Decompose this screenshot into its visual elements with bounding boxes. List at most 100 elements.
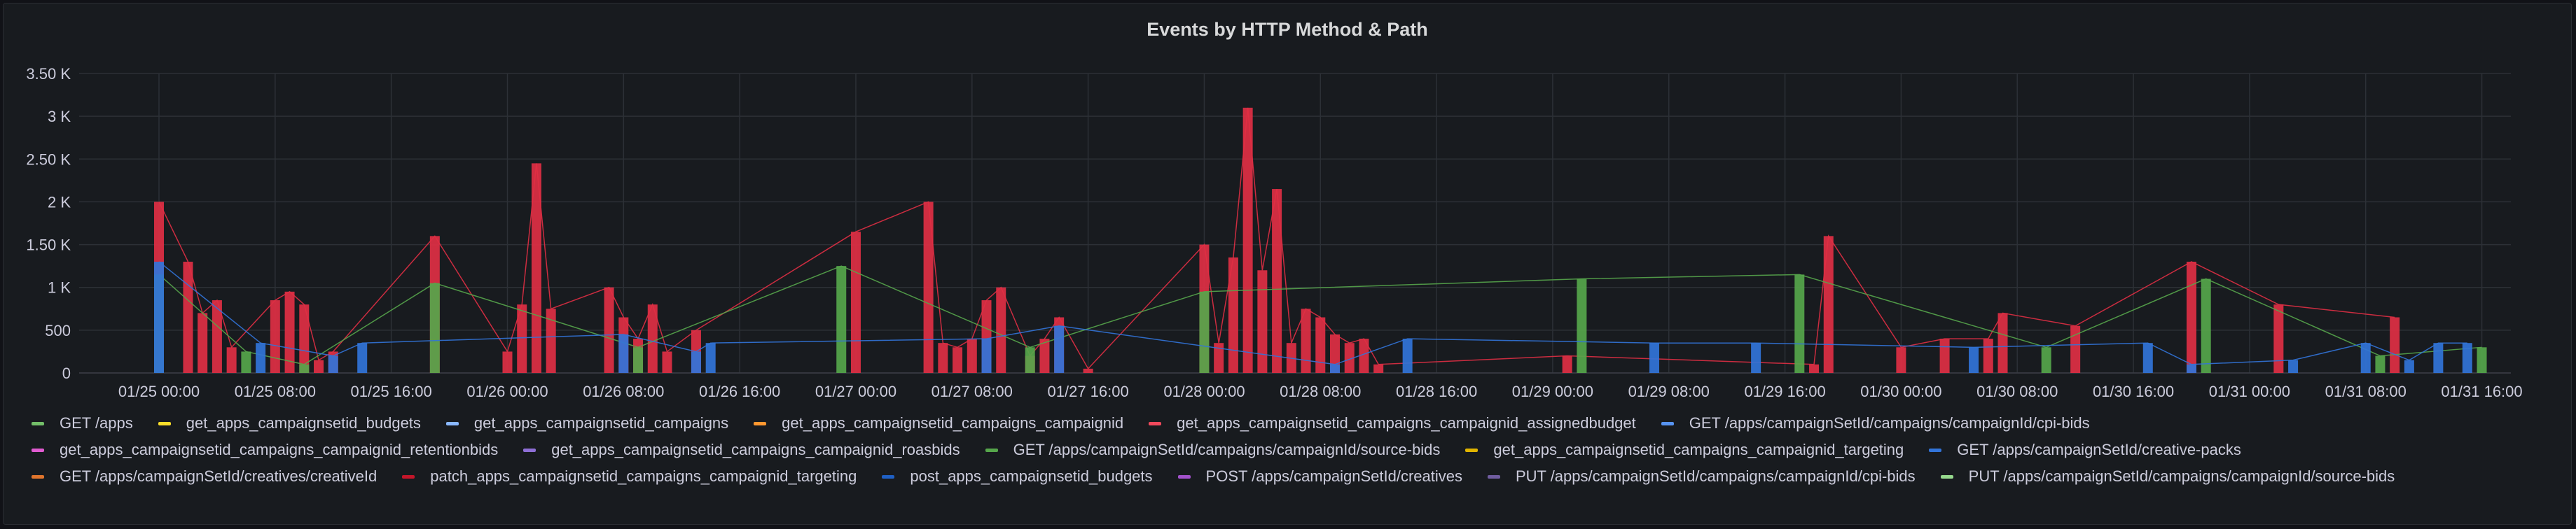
bar	[1577, 278, 1587, 373]
legend-label: post_apps_campaignsetid_budgets	[910, 467, 1153, 485]
bar	[1039, 339, 1050, 373]
legend-label: get_apps_campaignsetid_campaigns	[473, 414, 729, 432]
legend-swatch	[1149, 421, 1162, 425]
bar	[1344, 343, 1355, 373]
y-tick-label: 3.50 K	[26, 65, 71, 83]
legend-swatch	[523, 448, 536, 452]
bar	[2186, 364, 2196, 373]
bar	[154, 262, 165, 373]
series-line	[158, 107, 2395, 370]
bar	[618, 334, 629, 373]
bar	[2477, 347, 2487, 373]
legend-swatch	[985, 448, 998, 452]
bar	[1359, 339, 1369, 373]
bar	[1083, 368, 1093, 373]
bar	[2462, 343, 2472, 373]
legend-item[interactable]: post_apps_campaignsetid_budgets	[882, 467, 1153, 486]
legend-label: get_apps_campaignsetid_campaigns_campaig…	[60, 441, 499, 458]
legend-label: GET /apps/campaignSetId/campaigns/campai…	[1689, 414, 2090, 432]
bar	[1272, 189, 1282, 373]
legend-swatch	[1661, 421, 1674, 425]
legend-item[interactable]: get_apps_campaignsetid_campaigns	[445, 414, 729, 433]
x-tick-label: 01/26 00:00	[466, 383, 548, 400]
bar	[1199, 291, 1210, 373]
legend-swatch	[158, 421, 171, 425]
bar	[1402, 339, 1413, 373]
legend-label: patch_apps_campaignsetid_campaigns_campa…	[430, 467, 857, 485]
legend-swatch	[1177, 474, 1191, 479]
bar	[2390, 317, 2400, 373]
bar	[1794, 274, 1805, 373]
y-tick-label: 3 K	[48, 108, 71, 125]
legend-item[interactable]: GET /apps/campaignSetId/creative-packs	[1929, 440, 2241, 460]
bar	[938, 343, 948, 373]
bar	[2433, 343, 2444, 373]
bar	[502, 351, 513, 373]
x-tick-label: 01/27 08:00	[932, 383, 1013, 400]
bar	[953, 347, 963, 373]
legend-item[interactable]: get_apps_campaignsetid_campaigns_campaig…	[32, 440, 498, 460]
legend-label: get_apps_campaignsetid_campaigns_campaig…	[782, 414, 1124, 432]
bar	[1983, 339, 1993, 373]
legend-item[interactable]: get_apps_campaignsetid_campaigns_campaig…	[754, 414, 1123, 433]
bar	[429, 283, 440, 373]
bar	[2142, 343, 2153, 373]
x-tick-label: 01/28 16:00	[1396, 383, 1477, 400]
x-tick-label: 01/25 08:00	[235, 383, 316, 400]
bar	[1997, 313, 2008, 373]
bar	[1809, 364, 1820, 373]
legend-item[interactable]: GET /apps/campaignSetId/campaigns/campai…	[985, 440, 1440, 460]
bar	[2186, 262, 2196, 373]
bar	[1257, 270, 1268, 373]
legend-label: get_apps_campaignsetid_campaigns_campaig…	[551, 441, 960, 458]
bar	[198, 313, 208, 373]
bar	[1969, 347, 1979, 373]
bar	[1054, 325, 1065, 373]
legend-item[interactable]: GET /apps/campaignSetId/creatives/creati…	[32, 467, 377, 486]
bar	[967, 339, 977, 373]
bar	[2360, 343, 2371, 373]
legend-label: get_apps_campaignsetid_budgets	[186, 414, 421, 432]
legend-item[interactable]: patch_apps_campaignsetid_campaigns_campa…	[402, 467, 857, 486]
bar	[1214, 343, 1224, 373]
bar	[2273, 304, 2284, 373]
y-tick-label: 1.50 K	[26, 237, 71, 254]
legend-item[interactable]: GET /apps/campaignSetId/campaigns/campai…	[1661, 414, 2090, 433]
x-tick-label: 01/26 08:00	[583, 383, 664, 400]
legend-swatch	[1929, 448, 1942, 452]
series-get_a	[154, 107, 2400, 373]
legend-item[interactable]: GET /apps	[32, 414, 133, 433]
bar	[1896, 347, 1906, 373]
x-tick-label: 01/28 00:00	[1163, 383, 1245, 400]
y-tick-label: 0	[62, 365, 71, 382]
bar	[2041, 347, 2051, 373]
legend-item[interactable]: POST /apps/campaignSetId/creatives	[1177, 467, 1462, 486]
x-tick-label: 01/27 16:00	[1048, 383, 1129, 400]
legend-item[interactable]: get_apps_campaignsetid_campaigns_campaig…	[1465, 440, 1904, 460]
bar	[1751, 343, 1761, 373]
x-tick-label: 01/27 00:00	[815, 383, 896, 400]
legend-item[interactable]: PUT /apps/campaignSetId/campaigns/campai…	[1487, 467, 1916, 486]
series-line	[158, 265, 2482, 365]
legend-item[interactable]: get_apps_campaignsetid_campaigns_campaig…	[523, 440, 960, 460]
bar	[1939, 339, 1950, 373]
legend-label: GET /apps/campaignSetId/creative-packs	[1957, 441, 2241, 458]
bar	[1228, 257, 1238, 373]
bar	[546, 309, 556, 373]
legend-item[interactable]: PUT /apps/campaignSetId/campaigns/campai…	[1940, 467, 2395, 486]
bar	[328, 355, 338, 373]
bar	[981, 339, 992, 373]
x-tick-label: 01/30 08:00	[1976, 383, 2058, 400]
bar	[1649, 343, 1660, 373]
legend-item[interactable]: get_apps_campaignsetid_budgets	[158, 414, 421, 433]
bar	[299, 304, 310, 373]
x-tick-label: 01/29 08:00	[1628, 383, 1710, 400]
series-cpi_bids	[154, 261, 2472, 373]
bar	[604, 287, 614, 373]
legend-item[interactable]: get_apps_campaignsetid_campaigns_campaig…	[1149, 414, 1636, 433]
bar	[836, 266, 847, 373]
bar	[226, 347, 237, 373]
bar	[1330, 364, 1341, 373]
legend-swatch	[32, 474, 44, 479]
